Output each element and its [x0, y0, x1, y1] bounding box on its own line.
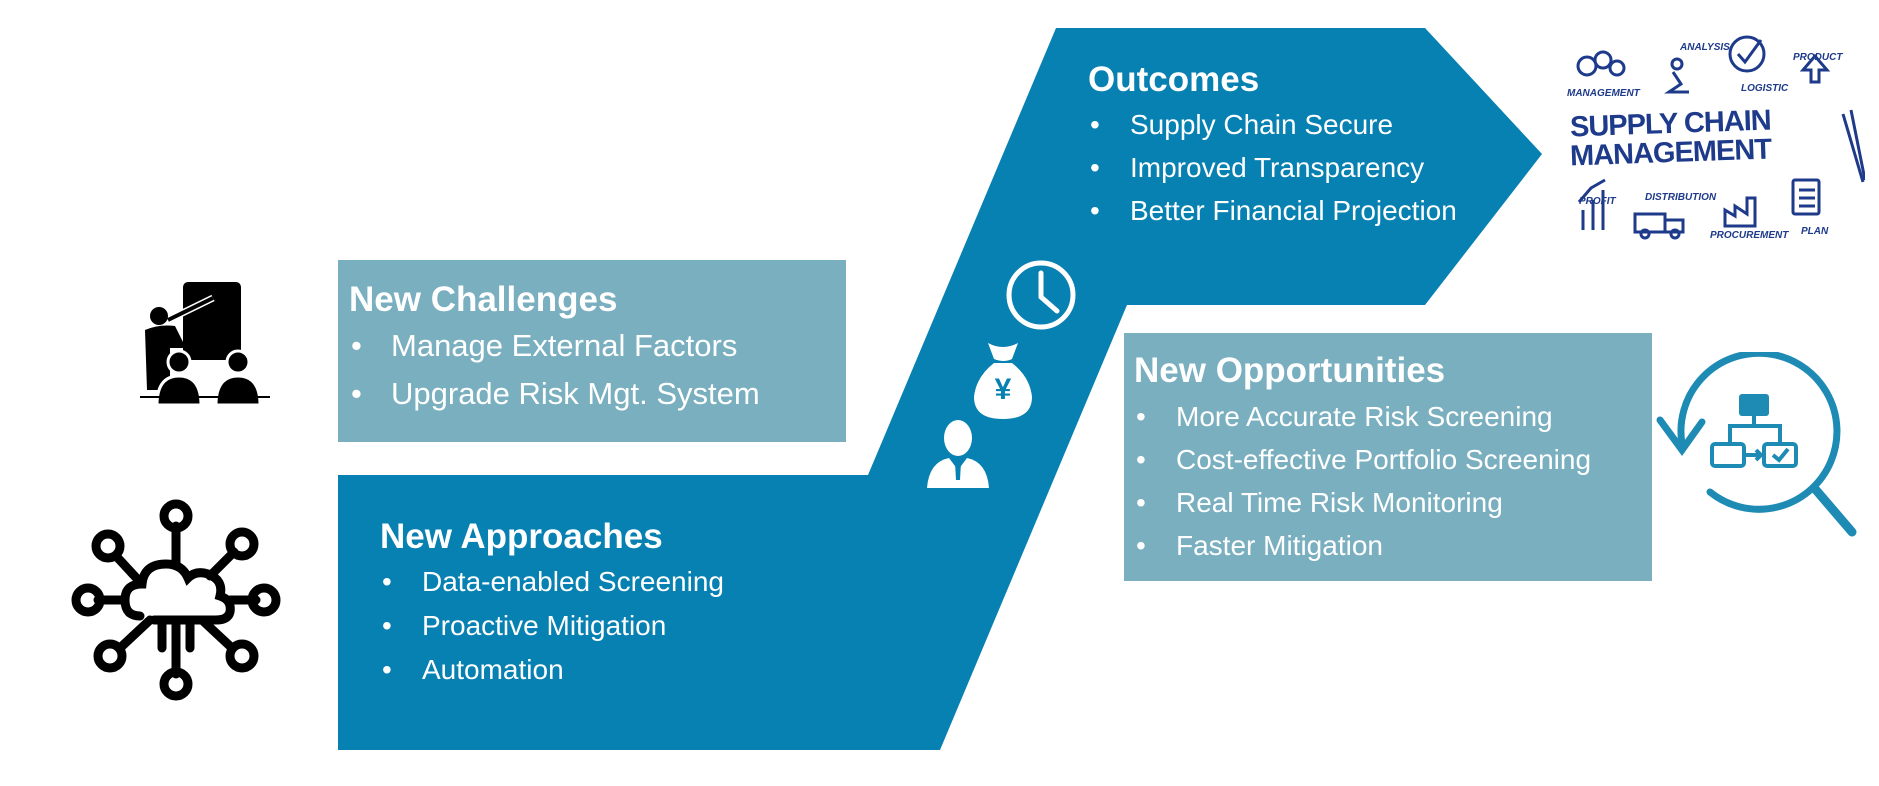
scm-label-logistic: LOGISTIC — [1741, 83, 1789, 94]
approaches-list: Data-enabled Screening Proactive Mitigat… — [380, 560, 724, 692]
opportunities-box: New Opportunities More Accurate Risk Scr… — [1124, 333, 1652, 581]
presentation-icon — [140, 282, 270, 407]
money-symbol: ¥ — [994, 373, 1012, 406]
outcomes-item: Improved Transparency — [1088, 146, 1457, 189]
magnifier-flow-icon — [1656, 352, 1857, 537]
network-cloud-icon — [71, 499, 281, 701]
scm-label-management: MANAGEMENT — [1567, 88, 1640, 99]
approaches-item: Automation — [380, 648, 724, 692]
scm-label-profit: PROFIT — [1579, 196, 1616, 207]
money-bag-icon — [974, 343, 1032, 419]
challenges-box: New Challenges Manage External Factors U… — [338, 260, 846, 442]
opportunities-list: More Accurate Risk Screening Cost-effect… — [1134, 395, 1591, 567]
opportunities-item: More Accurate Risk Screening — [1134, 395, 1591, 438]
approaches-item: Data-enabled Screening — [380, 560, 724, 604]
outcomes-title: Outcomes — [1088, 60, 1260, 99]
outcomes-list: Supply Chain Secure Improved Transparenc… — [1088, 103, 1457, 232]
opportunities-item: Cost-effective Portfolio Screening — [1134, 438, 1591, 481]
scm-label-procurement: PROCUREMENT — [1710, 230, 1789, 241]
scm-label-plan: PLAN — [1801, 226, 1829, 237]
scm-label-product: PRODUCT — [1793, 52, 1843, 63]
outcomes-item: Better Financial Projection — [1088, 189, 1457, 232]
challenges-list: Manage External Factors Upgrade Risk Mgt… — [349, 322, 760, 418]
person-icon — [927, 420, 989, 488]
opportunities-item: Real Time Risk Monitoring — [1134, 481, 1591, 524]
scm-icons — [1576, 35, 1865, 240]
challenges-item: Manage External Factors — [349, 322, 760, 370]
scm-title-line2: MANAGEMENT — [1569, 133, 1772, 173]
challenges-item: Upgrade Risk Mgt. System — [349, 370, 760, 418]
challenges-title: New Challenges — [349, 280, 618, 319]
opportunities-item: Faster Mitigation — [1134, 524, 1591, 567]
outcomes-item: Supply Chain Secure — [1088, 103, 1457, 146]
opportunities-title: New Opportunities — [1134, 351, 1446, 390]
clock-icon — [1006, 260, 1076, 330]
scm-label-distribution: DISTRIBUTION — [1645, 192, 1717, 203]
scm-label-analysis: ANALYSIS — [1680, 42, 1730, 53]
approaches-item: Proactive Mitigation — [380, 604, 724, 648]
approaches-title: New Approaches — [380, 517, 663, 556]
supply-chain-graphic: MANAGEMENT ANALYSIS LOGISTIC PRODUCT SUP… — [1565, 30, 1865, 262]
